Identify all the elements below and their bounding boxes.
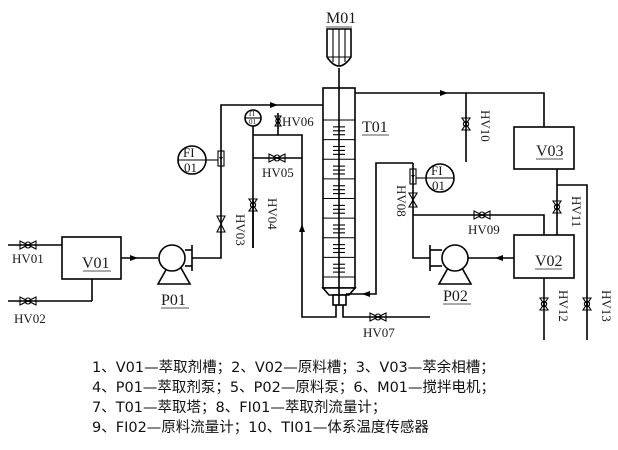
svg-text:01: 01 [249, 118, 257, 126]
svg-text:TI: TI [248, 110, 255, 118]
label-hv06: HV06 [282, 114, 314, 129]
label-hv09: HV09 [468, 222, 500, 237]
label-hv08: HV08 [394, 185, 409, 217]
valve-hv03[interactable] [216, 215, 226, 233]
valve-hv02[interactable] [19, 296, 37, 306]
svg-text:FI: FI [183, 145, 195, 160]
svg-text:FI: FI [431, 163, 443, 178]
motor-m01[interactable] [326, 28, 352, 305]
valve-hv05[interactable] [268, 153, 286, 163]
label-p02: P02 [443, 288, 468, 305]
valve-hv04[interactable] [247, 198, 259, 212]
label-hv13: HV13 [599, 290, 614, 322]
label-hv05: HV05 [262, 165, 294, 180]
svg-text:01: 01 [432, 178, 445, 193]
valve-hv11[interactable] [551, 200, 563, 214]
valve-hv07[interactable] [369, 312, 387, 322]
label-v02: V02 [535, 253, 563, 270]
vessel-v02[interactable]: V02 [513, 234, 575, 279]
label-t01: T01 [362, 119, 388, 136]
instrument-fi01-left[interactable]: FI 01 [177, 145, 207, 175]
legend: 1、V01—萃取剂槽；2、V02—原料槽；3、V03—萃余相槽； 4、P01—萃… [92, 358, 495, 438]
label-hv02: HV02 [14, 311, 46, 326]
rotameter-fi01 [217, 150, 225, 167]
label-hv07: HV07 [363, 325, 395, 340]
valve-hv13[interactable] [581, 297, 593, 311]
pump-p01[interactable] [156, 244, 193, 285]
label-hv04: HV04 [265, 198, 280, 230]
valve-hv09[interactable] [473, 210, 491, 220]
valve-hv01[interactable] [19, 240, 37, 250]
svg-text:01: 01 [184, 160, 197, 175]
vessel-v03[interactable]: V03 [513, 126, 575, 170]
valve-hv10[interactable] [460, 117, 472, 131]
label-v01: V01 [82, 255, 110, 272]
legend-line: 4、P01—萃取剂泵；5、P02—原料泵；6、M01—搅拌电机； [92, 380, 496, 396]
label-hv01: HV01 [12, 251, 44, 266]
label-p01: P01 [161, 292, 186, 309]
flow-arrow [130, 255, 138, 261]
label-m01: M01 [326, 10, 356, 27]
vessel-v01[interactable]: V01 [61, 236, 122, 280]
instrument-fi01-right[interactable]: FI 01 [425, 163, 455, 193]
label-hv12: HV12 [556, 290, 571, 322]
label-hv10: HV10 [478, 110, 493, 142]
valve-hv06[interactable] [274, 115, 282, 127]
label-v03: V03 [536, 143, 564, 160]
legend-line: 7、T01—萃取塔；8、FI01—萃取剂流量计； [92, 400, 387, 416]
valve-hv12[interactable] [538, 297, 550, 311]
label-hv03: HV03 [233, 214, 248, 246]
legend-line: 9、FI02—原料流量计；10、TI01—体系温度传感器 [92, 420, 429, 436]
pump-p02[interactable] [429, 244, 473, 285]
instrument-ti01[interactable]: TI 01 [244, 109, 262, 127]
label-hv11: HV11 [569, 196, 584, 227]
valve-hv08[interactable] [408, 192, 418, 208]
rotameter-fi02 [409, 168, 417, 185]
legend-line: 1、V01—萃取剂槽；2、V02—原料槽；3、V03—萃余相槽； [92, 360, 495, 376]
